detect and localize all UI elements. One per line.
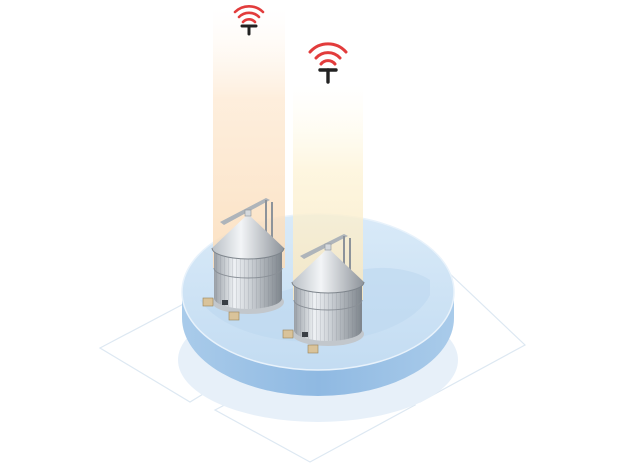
signal-wifi-icon [233,5,265,24]
grain-silo-icon [202,198,285,321]
antenna-icon [318,68,338,84]
grain-silo-icon [282,234,365,354]
antenna-icon [240,24,258,36]
signal-wifi-icon [308,42,348,66]
